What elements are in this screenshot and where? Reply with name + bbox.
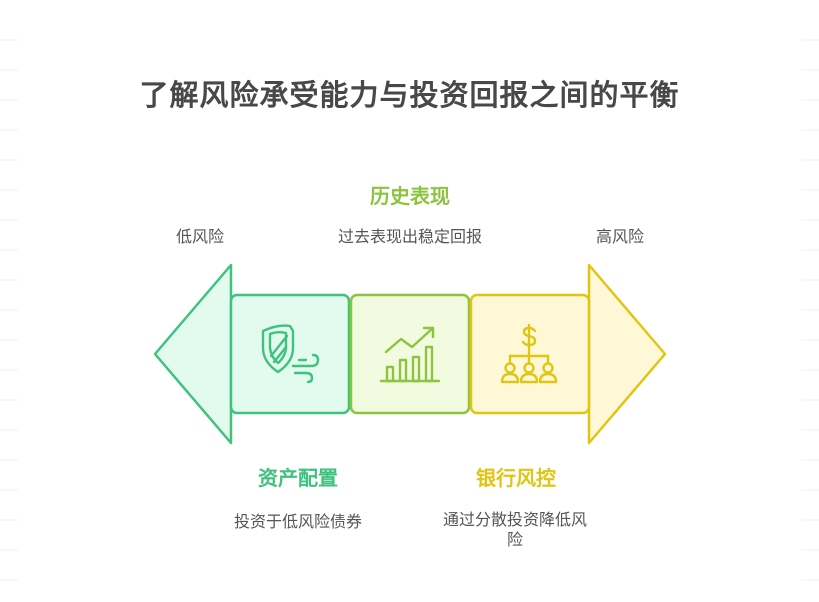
segment-box-history — [349, 293, 471, 415]
right-arrow-head — [587, 263, 667, 445]
heading-asset-allocation: 资产配置 — [258, 466, 338, 490]
heading-bank-risk: 银行风控 — [476, 466, 556, 490]
chart-trend-icon — [379, 326, 441, 383]
desc-bank-risk-line-2: 险 — [506, 530, 523, 549]
desc-history: 过去表现出稳定回报 — [337, 227, 482, 246]
heading-history: 历史表现 — [370, 184, 450, 208]
desc-asset-allocation: 投资于低风险债券 — [233, 512, 362, 531]
left-arrow-head — [153, 263, 233, 445]
desc-bank-risk-line-1: 通过分散投资降低风 — [442, 510, 587, 529]
page-title: 了解风险承受能力与投资回报之间的平衡 — [139, 78, 680, 112]
dollar-people-icon — [500, 323, 558, 384]
shield-wind-icon — [261, 324, 320, 384]
left-end-label: 低风险 — [175, 227, 224, 246]
segment-box-asset-allocation — [229, 293, 351, 415]
desc-bank-risk: 通过分散投资降低风 险 — [415, 510, 615, 550]
right-end-label: 高风险 — [595, 227, 644, 246]
